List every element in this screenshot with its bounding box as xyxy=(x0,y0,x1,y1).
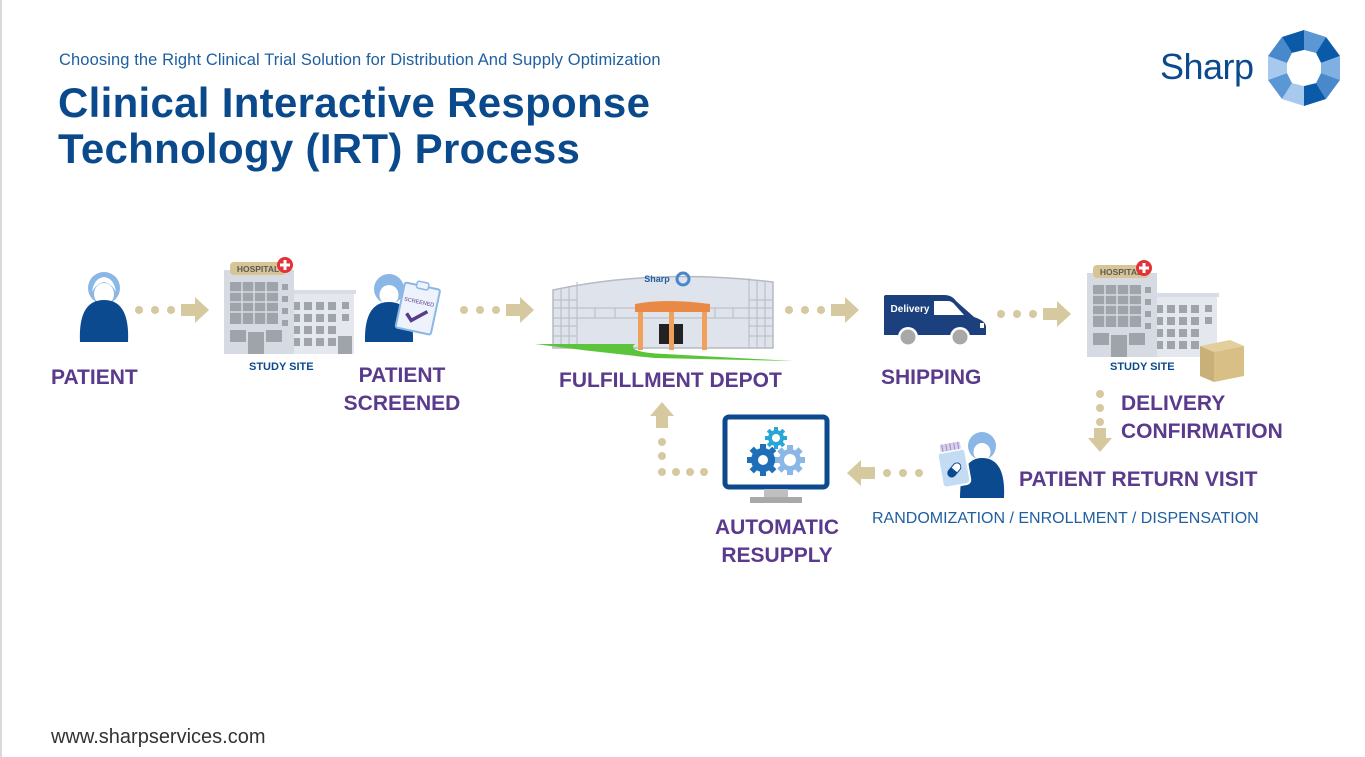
logo-text: Sharp xyxy=(1160,46,1254,87)
arrow-right-icon xyxy=(995,301,1075,327)
hospital-sign: HOSPITAL xyxy=(237,264,279,274)
delivery-confirmation-label: DELIVERY CONFIRMATION xyxy=(1121,390,1283,446)
arrow-left-icon xyxy=(845,460,925,486)
arrow-right-icon xyxy=(783,297,863,323)
title-line-1: Clinical Interactive Response xyxy=(58,79,651,126)
title-line-2: Technology (IRT) Process xyxy=(58,125,581,172)
automatic-resupply-label: AUTOMATIC RESUPPLY xyxy=(702,514,852,570)
arrow-right-icon xyxy=(133,297,213,323)
hospital-icon: HOSPITAL xyxy=(1085,259,1220,359)
patient-screened-line-2: SCREENED xyxy=(343,392,461,415)
sharp-gem-icon xyxy=(1264,28,1344,108)
computer-gears-icon xyxy=(722,414,832,506)
return-visit-detail: RANDOMIZATION / ENROLLMENT / DISPENSATIO… xyxy=(872,510,1259,527)
footer-url[interactable]: www.sharpservices.com xyxy=(51,726,266,748)
arrow-down-icon xyxy=(1088,388,1112,454)
page-title: Clinical Interactive Response Technology… xyxy=(58,80,650,172)
delivery-van-icon: Delivery xyxy=(882,293,992,349)
delivery-confirmation-line-2: CONFIRMATION xyxy=(1121,420,1283,443)
patient-screened-line-1: PATIENT xyxy=(358,364,446,387)
warehouse-icon: Sharp xyxy=(535,260,800,368)
arrow-up-icon xyxy=(650,400,712,480)
automatic-resupply-line-2: RESUPPLY xyxy=(721,544,833,567)
hospital-sign: HOSPITAL xyxy=(1100,267,1142,277)
patient-medication-icon xyxy=(934,428,1008,502)
patient-screened-label: PATIENT SCREENED xyxy=(332,362,472,418)
patient-label: PATIENT xyxy=(51,366,138,389)
patient-icon xyxy=(78,270,130,348)
hospital-icon: HOSPITAL xyxy=(222,256,357,356)
subtitle: Choosing the Right Clinical Trial Soluti… xyxy=(59,51,661,69)
automatic-resupply-line-1: AUTOMATIC xyxy=(714,516,840,539)
depot-sign: Sharp xyxy=(644,274,670,284)
package-box-icon xyxy=(1196,338,1248,384)
fulfillment-depot-label: FULFILLMENT DEPOT xyxy=(559,369,782,392)
study-site-label: STUDY SITE xyxy=(1110,361,1175,373)
patient-screened-icon: SCREENED xyxy=(362,272,442,348)
study-site-label: STUDY SITE xyxy=(249,361,314,373)
van-text: Delivery xyxy=(891,304,930,315)
shipping-label: SHIPPING xyxy=(881,366,982,389)
delivery-confirmation-line-1: DELIVERY xyxy=(1121,392,1226,415)
arrow-right-icon xyxy=(458,297,538,323)
patient-return-visit-label: PATIENT RETURN VISIT xyxy=(1019,468,1258,491)
